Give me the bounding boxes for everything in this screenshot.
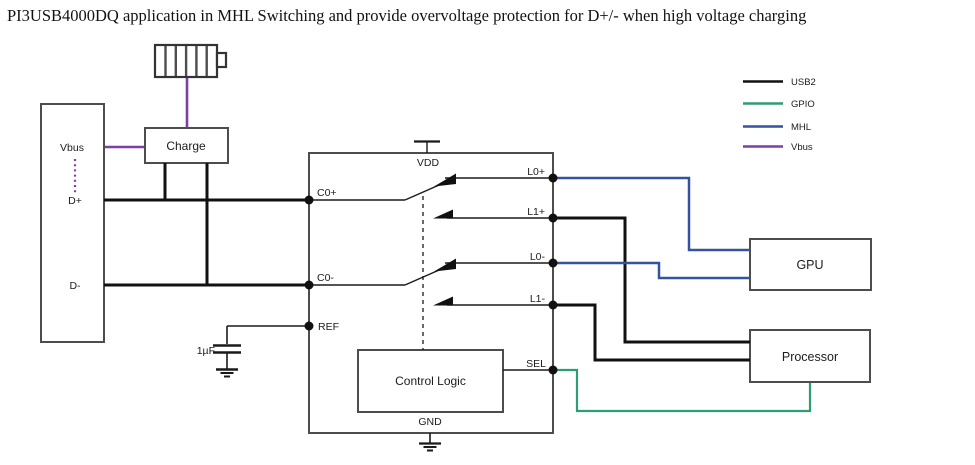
vbus-label: Vbus xyxy=(60,142,84,154)
l1minus-label: L1- xyxy=(530,293,546,305)
mhl-wires xyxy=(556,176,750,280)
processor-box xyxy=(749,329,871,383)
vbus-wires xyxy=(73,78,189,193)
c0minus-label: C0- xyxy=(317,272,334,284)
block-boxes xyxy=(40,103,872,434)
c0plus-label: C0+ xyxy=(317,187,337,199)
l1plus-terminal-dot xyxy=(548,213,558,223)
usb2-wires xyxy=(104,163,750,362)
battery-icon xyxy=(153,43,228,79)
processor-label: Processor xyxy=(782,350,838,364)
control-logic-label: Control Logic xyxy=(395,374,466,388)
legend-mhl-label: MHL xyxy=(791,122,811,133)
terminal-dots xyxy=(304,173,558,375)
dminus-label: D- xyxy=(69,280,81,292)
l1minus-contact-arrow xyxy=(433,296,453,306)
l0minus-to-gpu-wire xyxy=(556,261,750,280)
l0plus-label: L0+ xyxy=(527,166,545,178)
capacitor-value-label: 1µF xyxy=(197,345,215,357)
l0minus-label: L0- xyxy=(530,251,546,263)
switch-contact-markers xyxy=(433,173,456,306)
l1plus-contact-arrow xyxy=(433,209,453,219)
sel-label: SEL xyxy=(526,358,546,370)
l0plus-contact-arrow xyxy=(434,173,456,187)
c0plus-terminal-dot xyxy=(304,195,314,205)
battery-terminal-nub xyxy=(215,51,228,69)
gnd-label: GND xyxy=(418,416,442,428)
dplus-label: D+ xyxy=(68,195,82,207)
gpu-label: GPU xyxy=(796,258,823,272)
l0plus-terminal-dot xyxy=(548,173,558,183)
l1minus-to-processor-wire xyxy=(553,303,750,362)
ref-terminal-dot xyxy=(304,321,314,331)
ref-capacitor xyxy=(213,325,309,378)
sel-to-processor-wire xyxy=(556,368,812,413)
sel-terminal-dot xyxy=(548,365,558,375)
control-logic-box xyxy=(357,349,504,413)
l0minus-terminal-dot xyxy=(548,258,558,268)
l1minus-terminal-dot xyxy=(548,300,558,310)
charge-box xyxy=(144,127,229,164)
legend: USB2 GPIO MHL Vbus xyxy=(743,77,816,153)
usb-connector-box xyxy=(40,103,105,343)
l1plus-to-processor-wire xyxy=(553,216,750,344)
charge-label: Charge xyxy=(166,139,206,153)
ref-label: REF xyxy=(318,321,339,333)
legend-vbus-label: Vbus xyxy=(791,142,813,153)
vdd-label: VDD xyxy=(417,157,440,169)
legend-gpio-label: GPIO xyxy=(791,99,815,110)
l1plus-label: L1+ xyxy=(527,206,545,218)
c0minus-terminal-dot xyxy=(304,280,314,290)
gpu-box xyxy=(749,238,872,291)
l0minus-contact-arrow xyxy=(434,258,456,272)
gpio-wires xyxy=(556,368,812,413)
diagram-title: PI3USB4000DQ application in MHL Switchin… xyxy=(7,6,807,25)
l0plus-to-gpu-wire xyxy=(556,176,750,252)
legend-usb2-label: USB2 xyxy=(791,77,816,88)
